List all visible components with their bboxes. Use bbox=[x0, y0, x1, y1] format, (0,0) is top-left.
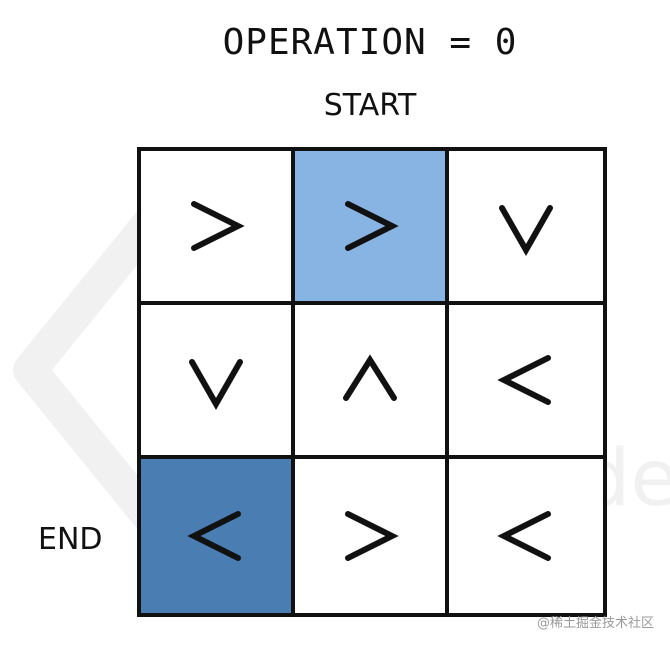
arrow-left-icon bbox=[187, 511, 241, 561]
arrow-down-icon bbox=[189, 359, 243, 411]
operation-title: OPERATION = 0 bbox=[222, 22, 518, 63]
grid-cell-end bbox=[141, 459, 295, 613]
grid-cell bbox=[449, 151, 603, 305]
arrow-down-icon bbox=[499, 205, 553, 257]
start-label: START bbox=[323, 88, 417, 123]
arrow-right-icon bbox=[191, 201, 245, 251]
arrow-left-icon bbox=[497, 511, 551, 561]
arrow-left-icon bbox=[497, 355, 551, 405]
grid-cell bbox=[141, 305, 295, 459]
end-label: END bbox=[38, 522, 103, 557]
footer-credit: @稀土掘金技术社区 bbox=[536, 616, 654, 631]
grid-cell bbox=[449, 459, 603, 613]
grid-cell-start bbox=[295, 151, 449, 305]
grid-cell bbox=[449, 305, 603, 459]
arrow-grid bbox=[137, 147, 607, 617]
grid-cell bbox=[295, 305, 449, 459]
arrow-right-icon bbox=[345, 511, 399, 561]
arrow-up-icon bbox=[343, 354, 397, 401]
grid-cell bbox=[295, 459, 449, 613]
arrow-right-icon bbox=[345, 201, 399, 251]
grid-cell bbox=[141, 151, 295, 305]
